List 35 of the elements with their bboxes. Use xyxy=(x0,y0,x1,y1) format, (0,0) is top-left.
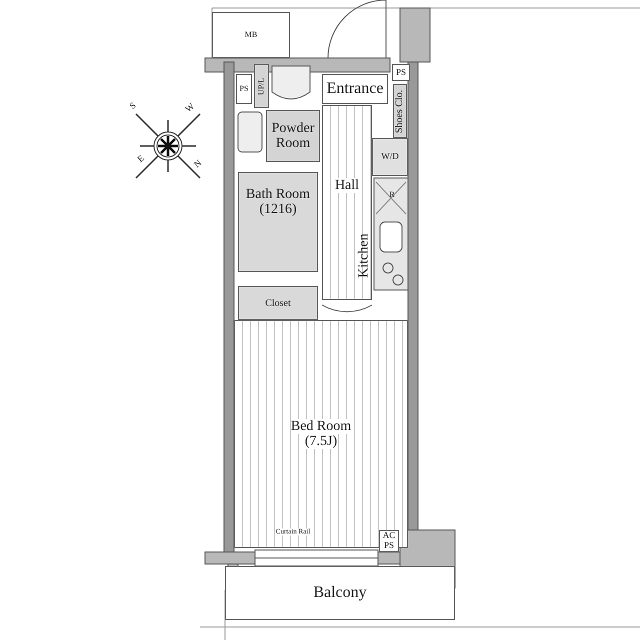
room-area xyxy=(322,105,372,300)
room-label: Bath Room xyxy=(246,187,310,202)
room-label: Kitchen xyxy=(356,234,372,278)
room-label: UP/L xyxy=(257,77,266,95)
room-label: Entrance xyxy=(326,80,384,98)
room-label: (1216) xyxy=(259,202,297,218)
room-label: (7.5J) xyxy=(304,434,338,450)
compass-letter: N xyxy=(192,158,204,170)
compass-letter: S xyxy=(128,100,138,112)
room-label: Powder Room xyxy=(270,120,316,152)
room-label: Shoes Clo. xyxy=(394,89,406,133)
room-area xyxy=(254,64,269,108)
compass-letter: E xyxy=(136,154,146,164)
room-area xyxy=(238,286,318,320)
room-area xyxy=(212,12,290,58)
room-area xyxy=(234,320,408,548)
room-label: W/D xyxy=(381,152,399,162)
room-label: Bed Room xyxy=(290,418,352,434)
room-label: Closet xyxy=(265,298,291,308)
room-area xyxy=(236,74,252,104)
room-area xyxy=(322,74,388,104)
room-label: AC PS xyxy=(382,531,396,551)
plan-note: R xyxy=(389,191,395,199)
room-area xyxy=(238,172,318,272)
room-label: PS xyxy=(396,68,406,78)
room-label: PS xyxy=(240,84,248,94)
room-area xyxy=(393,84,407,138)
room-label: MB xyxy=(244,30,258,40)
room-label: Balcony xyxy=(313,584,367,602)
compass-letter: W xyxy=(184,102,196,114)
room-area xyxy=(225,566,455,620)
room-area xyxy=(372,138,408,176)
room-area xyxy=(392,64,410,81)
room-area xyxy=(266,110,320,162)
room-label: Hall xyxy=(334,178,360,194)
